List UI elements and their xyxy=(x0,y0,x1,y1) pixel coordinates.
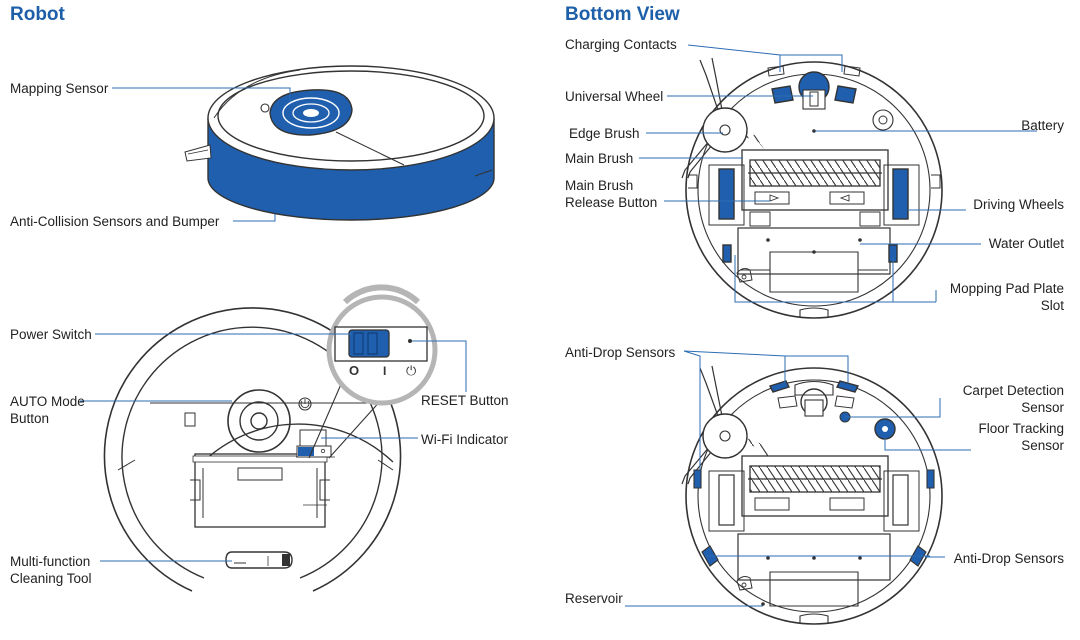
label-cleaning-tool: Multi-function Cleaning Tool xyxy=(10,554,92,586)
label-anti-drop-bottom: Anti-Drop Sensors xyxy=(953,551,1064,566)
mop-slot-left-1 xyxy=(722,244,732,263)
label-universal-wheel: Universal Wheel xyxy=(565,89,664,104)
label-mapping-sensor: Mapping Sensor xyxy=(10,81,109,96)
label-charging-contacts: Charging Contacts xyxy=(565,37,677,52)
bottom-view-title: Bottom View xyxy=(565,4,680,25)
anti-drop-mid-right xyxy=(926,469,935,489)
leader-lines xyxy=(80,44,1037,607)
label-floor-tracking: Floor Tracking Sensor xyxy=(978,421,1064,453)
switch-symbol-power: ⏻ xyxy=(406,363,416,378)
robot-top-view xyxy=(184,65,495,221)
robot-title: Robot xyxy=(10,4,65,25)
reservoir-plate-2 xyxy=(737,533,891,581)
robot-outer-shell xyxy=(103,307,402,592)
power-icon xyxy=(298,397,312,411)
power-switch-slider xyxy=(348,329,390,358)
anti-drop-top-right xyxy=(835,380,860,393)
main-brush-frame-1 xyxy=(741,149,889,211)
charging-contact-left xyxy=(771,85,794,104)
label-bumper: Anti-Collision Sensors and Bumper xyxy=(10,214,220,229)
anti-drop-mid-left xyxy=(693,469,702,489)
switch-symbol-off: O xyxy=(349,363,359,378)
edge-brush-2 xyxy=(702,413,748,459)
anti-drop-top-left xyxy=(769,380,790,393)
bottom-view-2 xyxy=(681,365,943,625)
driving-wheel-left-1 xyxy=(718,168,735,220)
bottom-view-1 xyxy=(681,57,943,319)
label-power-switch: Power Switch xyxy=(10,327,92,342)
label-wifi-indicator: Wi-Fi Indicator xyxy=(421,432,509,447)
label-carpet-detection: Carpet Detection Sensor xyxy=(962,383,1064,415)
label-battery: Battery xyxy=(1021,118,1064,133)
top-button-icon xyxy=(260,103,270,113)
label-reset-button: RESET Button xyxy=(421,393,509,408)
main-brush-frame-2 xyxy=(741,455,889,517)
auto-mode-button-ring xyxy=(227,389,291,453)
robot-underside-view xyxy=(103,284,438,592)
robot-top-cover xyxy=(207,65,495,171)
dustbin-compartment xyxy=(194,453,326,528)
label-auto-mode: AUTO Mode Button xyxy=(10,394,85,426)
bottom-shell-1 xyxy=(685,61,943,319)
label-reservoir: Reservoir xyxy=(565,591,623,606)
label-driving-wheels: Driving Wheels xyxy=(973,197,1064,212)
label-main-brush-release: Main Brush Release Button xyxy=(565,178,658,210)
charging-contact-right xyxy=(834,85,857,104)
cleaning-tool xyxy=(225,551,293,569)
label-water-outlet: Water Outlet xyxy=(988,236,1064,251)
label-main-brush: Main Brush xyxy=(565,151,634,166)
label-edge-brush: Edge Brush xyxy=(569,126,640,141)
driving-wheel-right-1 xyxy=(892,168,909,220)
label-mopping-pad-slot: Mopping Pad Plate Slot xyxy=(949,281,1064,313)
switch-symbol-on: I xyxy=(383,364,386,378)
bottom-shell-2 xyxy=(685,367,943,625)
edge-brush-1 xyxy=(702,107,748,153)
label-anti-drop-top: Anti-Drop Sensors xyxy=(565,345,676,360)
reset-button-dot xyxy=(408,339,412,343)
